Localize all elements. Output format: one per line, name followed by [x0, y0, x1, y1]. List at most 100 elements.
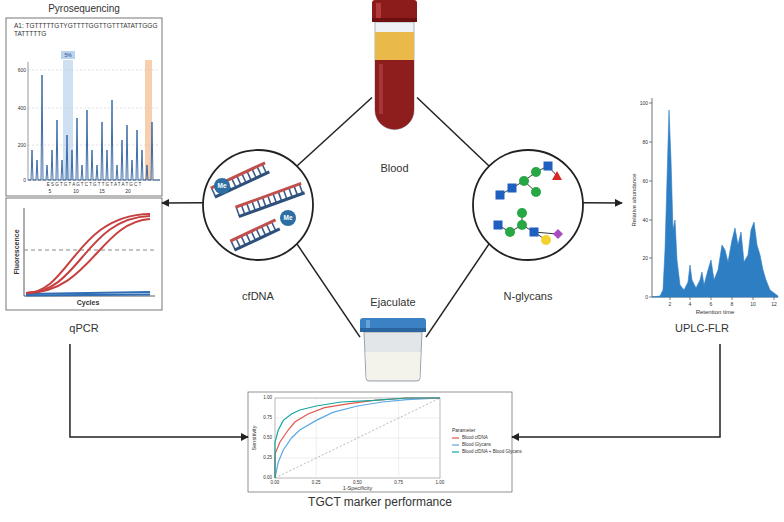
blood-tube — [376, 3, 381, 19]
axis-tick: 100 — [640, 101, 648, 106]
glycan-illustration — [517, 208, 527, 218]
chromatogram-chart — [649, 98, 778, 300]
qpcr-chart — [26, 214, 150, 293]
pyrogram-chart — [28, 75, 160, 180]
glycan-illustration — [531, 167, 541, 177]
axis-tick: 5 — [49, 189, 52, 194]
sample-cup — [366, 352, 421, 380]
node-label: qPCR — [6, 322, 162, 335]
node-label: UPLC-FLR — [622, 322, 782, 335]
axis-tick: 10 — [750, 302, 756, 307]
glycan-illustration — [531, 187, 541, 197]
cfdna-illustration — [280, 210, 296, 226]
cfdna-illustration — [239, 193, 305, 217]
roc-chart — [248, 392, 512, 492]
sample-cup — [366, 320, 370, 328]
node-label: Pyrosequencing — [6, 3, 162, 15]
cfdna-illustration — [215, 172, 269, 197]
axis-tick: 400 — [18, 106, 26, 111]
axis-tick: 0.25 — [263, 456, 272, 461]
axis-tick: 0 — [23, 178, 26, 183]
blood-tube — [379, 64, 383, 114]
roc-chart — [452, 444, 459, 445]
roc-chart — [452, 451, 459, 452]
cfdna-illustration — [214, 178, 230, 194]
axis-title: Relative abundance — [631, 173, 637, 226]
chart-panel: Pyrosequencing — [6, 2, 162, 196]
node-label: N-glycans — [473, 290, 583, 303]
axis-tick: 4 — [689, 302, 692, 307]
axis-tick: 600 — [18, 68, 26, 73]
cfdna-illustration — [235, 183, 301, 207]
pyrogram-chart — [28, 62, 160, 180]
flow-arrow — [583, 202, 622, 204]
cfdna-illustration — [234, 229, 279, 250]
roc-chart — [275, 398, 440, 478]
pyrogram-chart — [6, 18, 162, 196]
axis-tick: 8 — [731, 302, 734, 307]
glycan-illustration — [552, 171, 562, 180]
axis-tick: 1.00 — [436, 481, 445, 486]
chromatogram-chart — [652, 110, 778, 297]
axis-tick: 0.50 — [353, 481, 362, 486]
legend-entry: Blood Glycans — [462, 443, 491, 448]
axis-tick: 40 — [642, 218, 648, 223]
cfdna-illustration — [203, 150, 313, 260]
axis-title: 1-Specificity — [343, 486, 373, 492]
pyrogram-chart — [61, 51, 75, 59]
pyrogram-chart — [6, 18, 162, 196]
glycan-illustration — [494, 221, 503, 230]
sample-cup: Ejaculate — [360, 318, 426, 382]
roc-chart — [275, 398, 440, 478]
axis-tick: 2 — [669, 302, 672, 307]
sample-tube: Blood — [372, 0, 417, 130]
cfdna-illustration — [230, 220, 275, 241]
percent-tag: 5% — [64, 53, 71, 58]
roc-chart — [275, 398, 440, 478]
legend-title: Parameter — [452, 428, 475, 433]
qpcr-chart — [24, 208, 155, 296]
glycan-illustration — [473, 150, 583, 260]
axis-tick: 200 — [18, 143, 26, 148]
axis-title: Retention time — [696, 309, 735, 315]
qpcr-chart — [6, 198, 162, 310]
axis-tick: 15 — [99, 189, 105, 194]
flow-arrow — [512, 344, 720, 437]
axis-tick: 0.00 — [263, 476, 272, 481]
glycan-illustration — [541, 235, 551, 245]
legend-text: Blood Glycans — [462, 442, 491, 447]
chart-panel: TGCT marker performance — [248, 390, 512, 518]
chromatogram-chart — [652, 98, 778, 297]
methyl-mark: Me — [217, 183, 226, 190]
node-label: Ejaculate — [343, 296, 443, 309]
blood-tube — [372, 0, 417, 130]
roc-chart — [452, 437, 459, 438]
legend-entry: Blood cfDNA + Blood Glycans — [462, 450, 522, 455]
qpcr-chart — [6, 198, 162, 310]
roc-chart — [275, 398, 440, 478]
axis-tick: 1.00 — [263, 396, 272, 401]
axis-tick: 20 — [125, 189, 131, 194]
glycan-illustration — [553, 229, 563, 239]
axis-tick: 0.50 — [263, 436, 272, 441]
qpcr-chart — [26, 216, 150, 293]
axis-title: Sensitivity — [252, 426, 258, 451]
analyte-circle: cfDNA — [203, 150, 313, 260]
cfdna-illustration — [235, 183, 304, 216]
node-label: cfDNA — [203, 290, 313, 303]
sample-cup — [360, 318, 426, 381]
axis-tick: 12 — [771, 302, 777, 307]
node-label: TGCT marker performance — [248, 496, 512, 510]
blood-tube — [375, 60, 414, 130]
axis-title: Cycles — [77, 299, 100, 306]
glycan-illustration — [519, 176, 529, 186]
axis-tick: 60 — [642, 179, 648, 184]
roc-chart — [248, 392, 512, 492]
glycan-illustration — [544, 162, 553, 171]
axis-tick: 10 — [73, 189, 79, 194]
qpcr-chart — [26, 219, 150, 293]
sequence-text: A1: TGTTTTTGTYGTTTTGGTTGTTTATATTGGGTATTT… — [14, 22, 160, 38]
chart-panel: UPLC-FLR — [622, 92, 782, 344]
axis-tick: 0.75 — [263, 416, 272, 421]
glycan-illustration — [496, 191, 505, 200]
